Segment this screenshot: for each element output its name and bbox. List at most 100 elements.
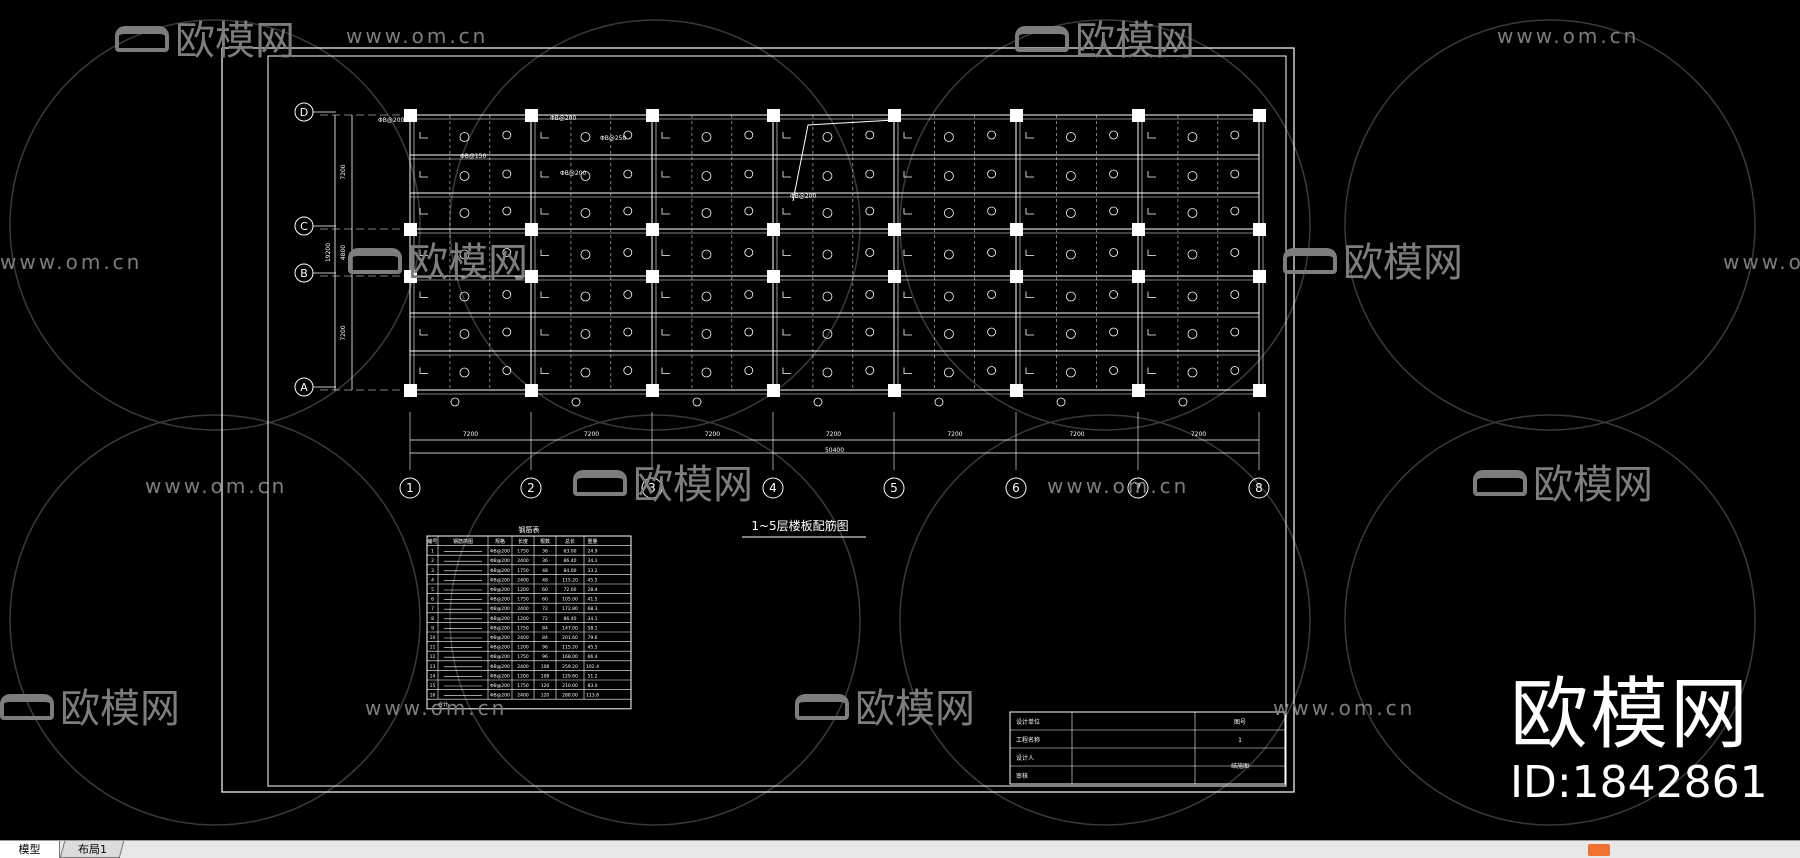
rebar-hook xyxy=(782,132,791,139)
rebar-hook xyxy=(419,208,428,215)
rebar-hook xyxy=(1025,367,1034,374)
table-cell: 68.3 xyxy=(587,606,597,612)
table-cell: ΦB@200 xyxy=(490,606,510,612)
rebar-callout xyxy=(1056,397,1066,407)
table-cell: 12 xyxy=(430,654,436,660)
rebar-hook xyxy=(903,171,912,178)
span-dimension-label: 7200 xyxy=(1191,431,1206,438)
column-square xyxy=(888,384,901,397)
column-square xyxy=(646,270,659,283)
table-header: 规格 xyxy=(495,538,505,545)
rebar-hook xyxy=(782,208,791,215)
table-cell: 201.60 xyxy=(562,635,578,641)
rebar-callout xyxy=(571,397,581,407)
rebar-hook xyxy=(1147,249,1156,256)
table-cell: ΦB@200 xyxy=(490,549,510,555)
rebar-callout xyxy=(1230,248,1240,257)
rebar-callout xyxy=(865,206,875,216)
row-axis-label: B xyxy=(300,267,308,280)
table-cell: ΦB@200 xyxy=(490,673,510,679)
watermark-logo: 欧模网 xyxy=(115,8,295,66)
rebar-callout xyxy=(701,208,712,218)
column-square xyxy=(525,270,538,283)
column-square xyxy=(1010,109,1023,122)
table-cell: ΦB@200 xyxy=(490,625,510,631)
rebar-callout xyxy=(450,397,460,407)
rebar-callout xyxy=(701,329,712,339)
column-square xyxy=(1253,223,1266,236)
watermark-circle xyxy=(9,414,421,826)
rebar-hook xyxy=(1025,291,1034,298)
sofa-icon xyxy=(795,694,849,720)
table-cell: 168.00 xyxy=(562,654,578,660)
table-cell: 33.2 xyxy=(587,568,597,574)
table-cell: 14 xyxy=(430,673,436,679)
rebar-callout xyxy=(944,249,954,260)
rebar-callout xyxy=(1109,290,1118,299)
table-cell: ΦB@200 xyxy=(490,683,510,689)
sofa-icon xyxy=(573,470,627,496)
rebar-callout xyxy=(1066,208,1076,218)
table-cell: 60 xyxy=(542,597,548,603)
rebar-hook xyxy=(1147,329,1156,336)
vertical-dimension-label: 7200 xyxy=(340,164,347,179)
watermark-circle xyxy=(449,414,861,826)
rebar-callout xyxy=(1066,249,1076,260)
rebar-callout xyxy=(1066,367,1076,378)
rebar-hook xyxy=(540,249,549,256)
column-square xyxy=(404,109,417,122)
table-cell: 36 xyxy=(542,558,548,564)
span-dimension-label: 7200 xyxy=(463,431,478,438)
rebar-callout xyxy=(822,208,833,218)
rebar-hook xyxy=(1147,171,1156,178)
rebar-callout xyxy=(692,397,702,407)
tab-model[interactable]: 模型 xyxy=(0,841,60,858)
status-icon[interactable] xyxy=(1588,844,1610,856)
table-cell: 48 xyxy=(542,577,548,583)
rebar-hook xyxy=(782,249,791,256)
table-cell: 120 xyxy=(541,683,550,689)
rebar-callout xyxy=(822,329,833,339)
rebar-callout xyxy=(744,248,754,257)
rebar-callout xyxy=(502,366,512,375)
table-cell: 115.20 xyxy=(562,645,578,651)
rebar-hook xyxy=(540,291,549,298)
table-cell: 1750 xyxy=(517,625,529,631)
column-square xyxy=(1132,223,1145,236)
rebar-callout xyxy=(822,249,833,260)
table-cell: 9 xyxy=(431,625,434,631)
rebar-callout xyxy=(1187,329,1198,339)
model-space-background xyxy=(0,0,1800,840)
table-cell: 72.00 xyxy=(564,587,577,593)
rebar-callout xyxy=(987,169,996,179)
rebar-hook xyxy=(903,208,912,215)
title-block-value: 图号 xyxy=(1234,719,1246,726)
column-axis-bubble xyxy=(399,477,421,499)
table-cell: 83.0 xyxy=(587,683,597,689)
table-cell: 16 xyxy=(430,693,436,699)
rebar-callout xyxy=(1230,169,1240,179)
sofa-icon xyxy=(115,26,169,52)
span-dimension-label: 7200 xyxy=(705,431,720,438)
table-cell: 120 xyxy=(541,693,550,699)
watermark-url: www.om.cn xyxy=(0,250,143,274)
column-axis-label: 1 xyxy=(406,481,414,495)
rebar-hook xyxy=(540,367,549,374)
table-cell: 5 xyxy=(431,587,434,593)
column-square xyxy=(525,109,538,122)
table-cell: ΦB@200 xyxy=(490,664,510,670)
rebar-callout xyxy=(701,171,712,181)
rebar-callout xyxy=(580,208,591,218)
column-axis-bubble xyxy=(762,477,784,499)
table-total-label: 合计 xyxy=(438,701,448,708)
column-square xyxy=(767,109,780,122)
column-square xyxy=(646,109,659,122)
tab-layout1[interactable]: 布局1 xyxy=(59,841,125,858)
brand-name: 欧模网 xyxy=(1510,670,1751,760)
rebar-callout xyxy=(987,366,996,375)
brand-watermark: 欧模网 ID:1842861 xyxy=(1510,672,1768,808)
